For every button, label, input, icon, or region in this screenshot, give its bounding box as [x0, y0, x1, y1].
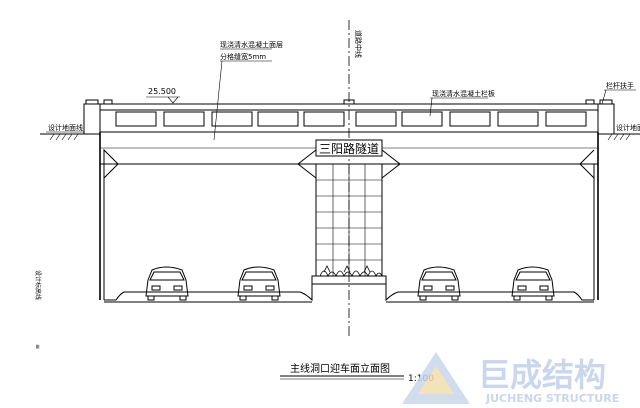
watermark-brand-cn: 巨成结构 [478, 356, 606, 394]
note-right: 现浇清水混凝土栏板 [432, 89, 495, 98]
centerline-label: 道路中线 [354, 30, 363, 58]
parapet-panels-right [355, 111, 587, 127]
label-left-ground: 设计地面线 [48, 123, 83, 132]
car-4 [511, 266, 555, 301]
car-2 [237, 266, 281, 301]
car-1 [145, 266, 189, 301]
car-3 [417, 266, 461, 301]
drawing-title: 主线洞口迎车面立面图 [290, 362, 390, 375]
elevation-label: 25.500 [148, 87, 176, 96]
note-top-2: 分格缝宽5mm [220, 52, 266, 61]
tunnel-name-plate [315, 139, 383, 157]
tunnel-name: 三阳路隧道 [319, 141, 379, 156]
svg-text:≡: ≡ [34, 344, 41, 349]
median-shrubs [319, 265, 383, 277]
label-railing: 栏杆扶手 [606, 81, 634, 90]
parapet-panels-left [115, 111, 345, 127]
label-left-vertical: 设计标高线 [34, 270, 42, 300]
label-right-ground: 设计地面线 [616, 123, 640, 132]
central-pier [297, 163, 401, 277]
note-top-1: 现浇清水混凝土面层 [220, 40, 283, 49]
watermark-brand-en: JUCHENG STRUCTURE [485, 392, 619, 405]
watermark-logo-icon [402, 352, 470, 404]
